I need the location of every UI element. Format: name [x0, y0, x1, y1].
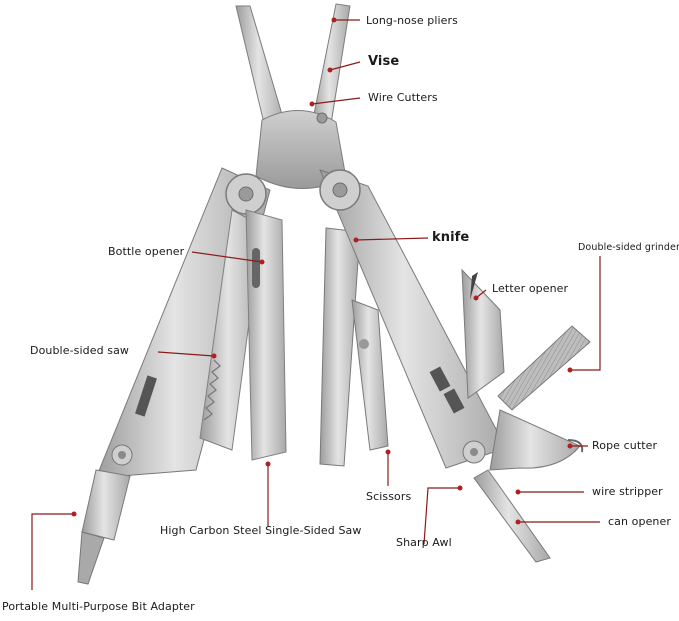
label-bit-adapter: Portable Multi-Purpose Bit Adapter	[2, 600, 195, 613]
label-wire-stripper: wire stripper	[592, 485, 663, 498]
label-double-sided-grinder: Double-sided grinder	[578, 242, 679, 253]
label-rope-cutter: Rope cutter	[592, 439, 657, 452]
label-sharp-awl: Sharp Awl	[396, 536, 452, 549]
label-can-opener: can opener	[608, 515, 671, 528]
label-knife: knife	[432, 230, 469, 245]
label-bottle-opener: Bottle opener	[108, 245, 184, 258]
label-wire-cutters: Wire Cutters	[368, 91, 438, 104]
knife-blade	[320, 228, 360, 466]
label-scissors: Scissors	[366, 490, 411, 503]
pliers-jaws	[236, 4, 350, 189]
scissors-tool	[352, 300, 388, 450]
label-long-nose-pliers: Long-nose pliers	[366, 14, 458, 27]
label-high-carbon-saw: High Carbon Steel Single-Sided Saw	[160, 524, 361, 537]
label-letter-opener: Letter opener	[492, 282, 568, 295]
label-double-sided-saw: Double-sided saw	[30, 344, 129, 357]
label-vise: Vise	[368, 54, 399, 69]
